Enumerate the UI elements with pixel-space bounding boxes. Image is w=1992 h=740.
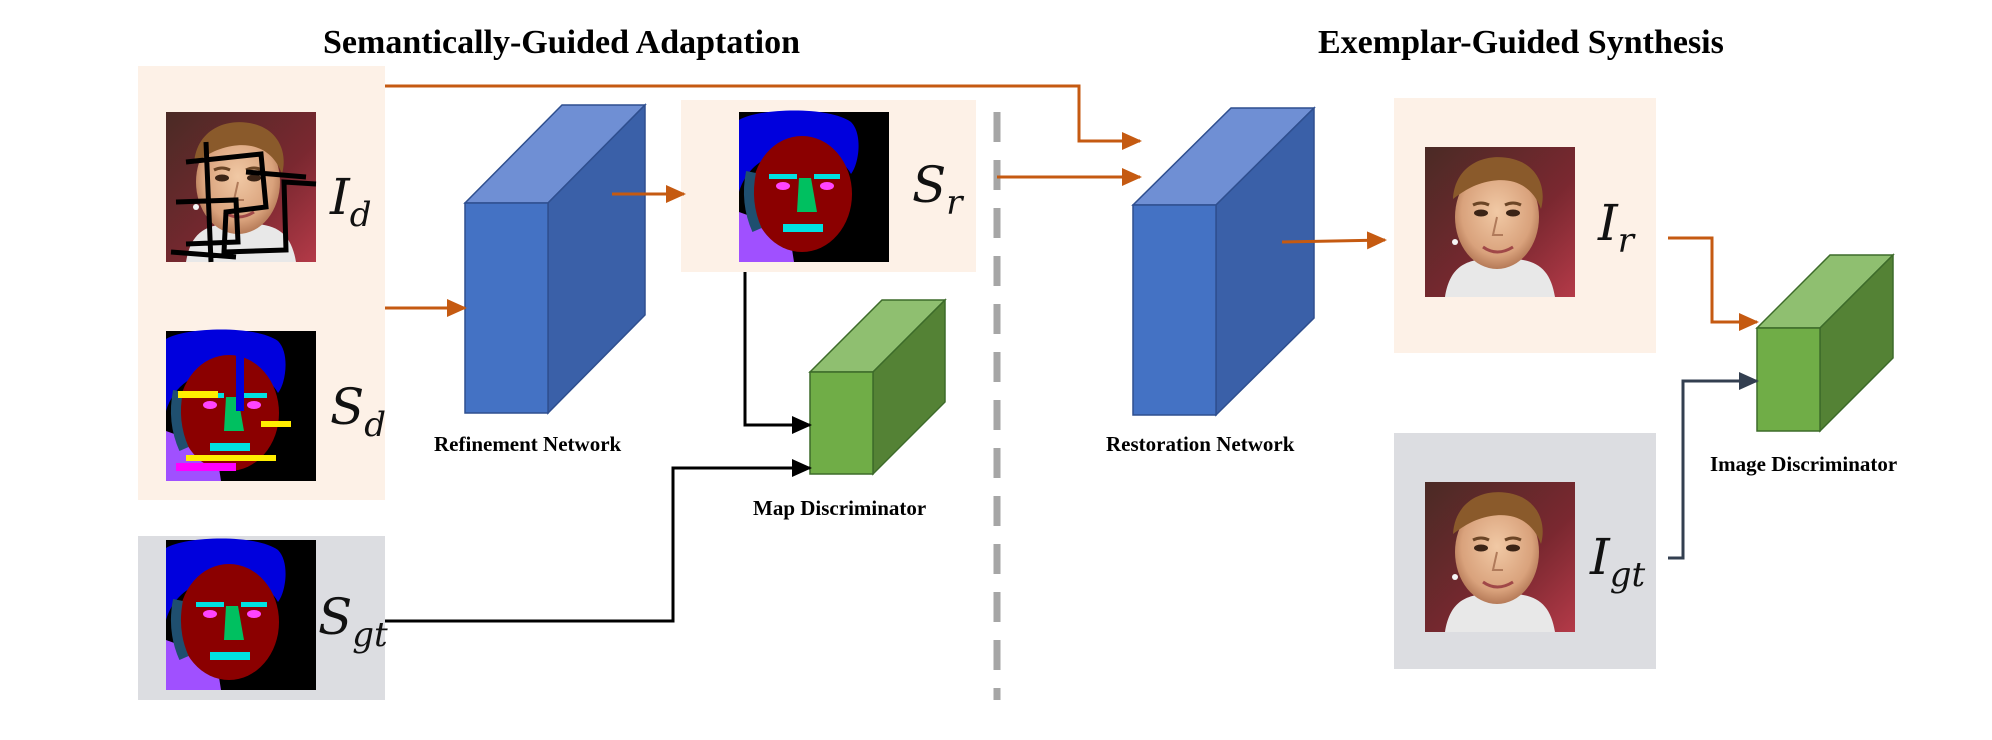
restored-image: [1423, 145, 1577, 299]
arrow-refined-map-to-map-discriminator: [743, 272, 812, 434]
symbol-Ir: Ir: [1598, 194, 1635, 261]
gt-image: [1423, 480, 1577, 634]
section-title-left: Semantically-Guided Adaptation: [323, 24, 801, 61]
map-discriminator-label: Map Discriminator: [753, 496, 927, 520]
symbol-Sgt: Sgt: [318, 588, 388, 655]
gt-semantic-map: [166, 539, 316, 691]
restoration-network-label: Restoration Network: [1106, 432, 1295, 456]
restoration-network-block: [1131, 106, 1316, 417]
image-discriminator-block: [1755, 253, 1895, 433]
symbol-Id: Id: [330, 168, 372, 235]
image-discriminator-label: Image Discriminator: [1710, 452, 1898, 476]
section-title-right: Exemplar-Guided Synthesis: [1318, 24, 1724, 61]
symbol-Igt: Igt: [1590, 528, 1646, 595]
arrow-degraded-to-restoration: [385, 84, 1142, 150]
degraded-semantic-map: [166, 330, 316, 482]
connection-arrows: [385, 84, 1759, 623]
refinement-network-block: [463, 103, 647, 415]
arrow-output-to-image-discriminator: [1668, 236, 1759, 331]
symbol-Sr: Sr: [912, 156, 963, 223]
map-discriminator-block: [808, 298, 947, 476]
symbol-Sd: Sd: [330, 378, 387, 445]
refined-semantic-map: [739, 111, 889, 263]
arrow-gt-map-to-map-discriminator: [385, 459, 812, 623]
arrow-gt-image-to-image-discriminator: [1668, 372, 1759, 560]
degraded-image: [164, 110, 318, 264]
refinement-network-label: Refinement Network: [434, 432, 622, 456]
arrow-restoration-to-output: [1281, 231, 1387, 250]
